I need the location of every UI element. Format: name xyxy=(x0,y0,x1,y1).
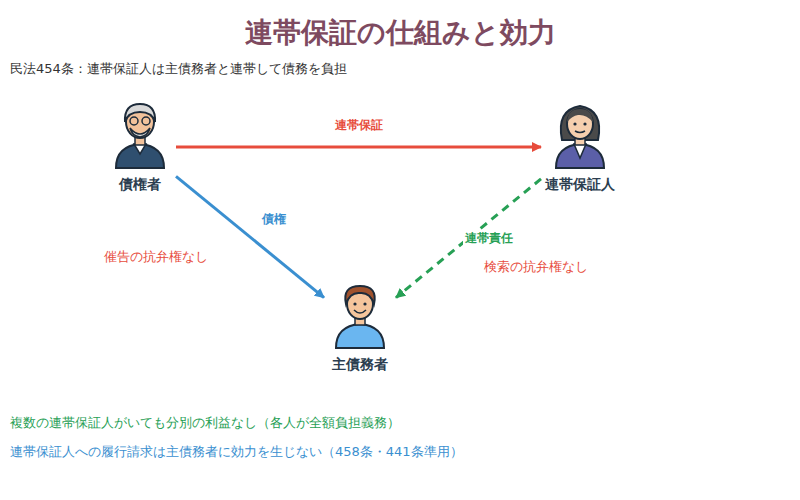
edge-label: 連帯保証 xyxy=(333,117,385,134)
edge-label: 債権 xyxy=(260,211,288,228)
connector xyxy=(176,146,541,149)
rule-note: 複数の連帯保証人がいても分別の利益なし（各人が全額負担義務） xyxy=(10,414,400,432)
connector xyxy=(176,176,324,297)
person-icon xyxy=(548,100,612,170)
person-icon xyxy=(328,280,392,350)
diagram-title: 連帯保証の仕組みと効力 xyxy=(0,14,800,52)
node-label: 債権者 xyxy=(119,176,161,194)
node-label: 連帯保証人 xyxy=(545,176,615,194)
person-node: 連帯保証人 xyxy=(541,98,619,196)
person-node: 主債務者 xyxy=(324,278,396,376)
defense-note: 検索の抗弁権なし xyxy=(484,258,588,276)
person-icon xyxy=(108,100,172,170)
edge-label: 連帯責任 xyxy=(463,230,515,247)
law-note: 民法454条：連帯保証人は主債務者と連帯して債務を負担 xyxy=(10,60,347,78)
person-node: 債権者 xyxy=(104,98,176,196)
defense-note: 催告の抗弁権なし xyxy=(104,248,208,266)
rule-note: 連帯保証人への履行請求は主債務者に効力を生じない（458条・441条準用） xyxy=(10,443,463,461)
connector xyxy=(396,179,541,298)
node-label: 主債務者 xyxy=(332,356,388,374)
